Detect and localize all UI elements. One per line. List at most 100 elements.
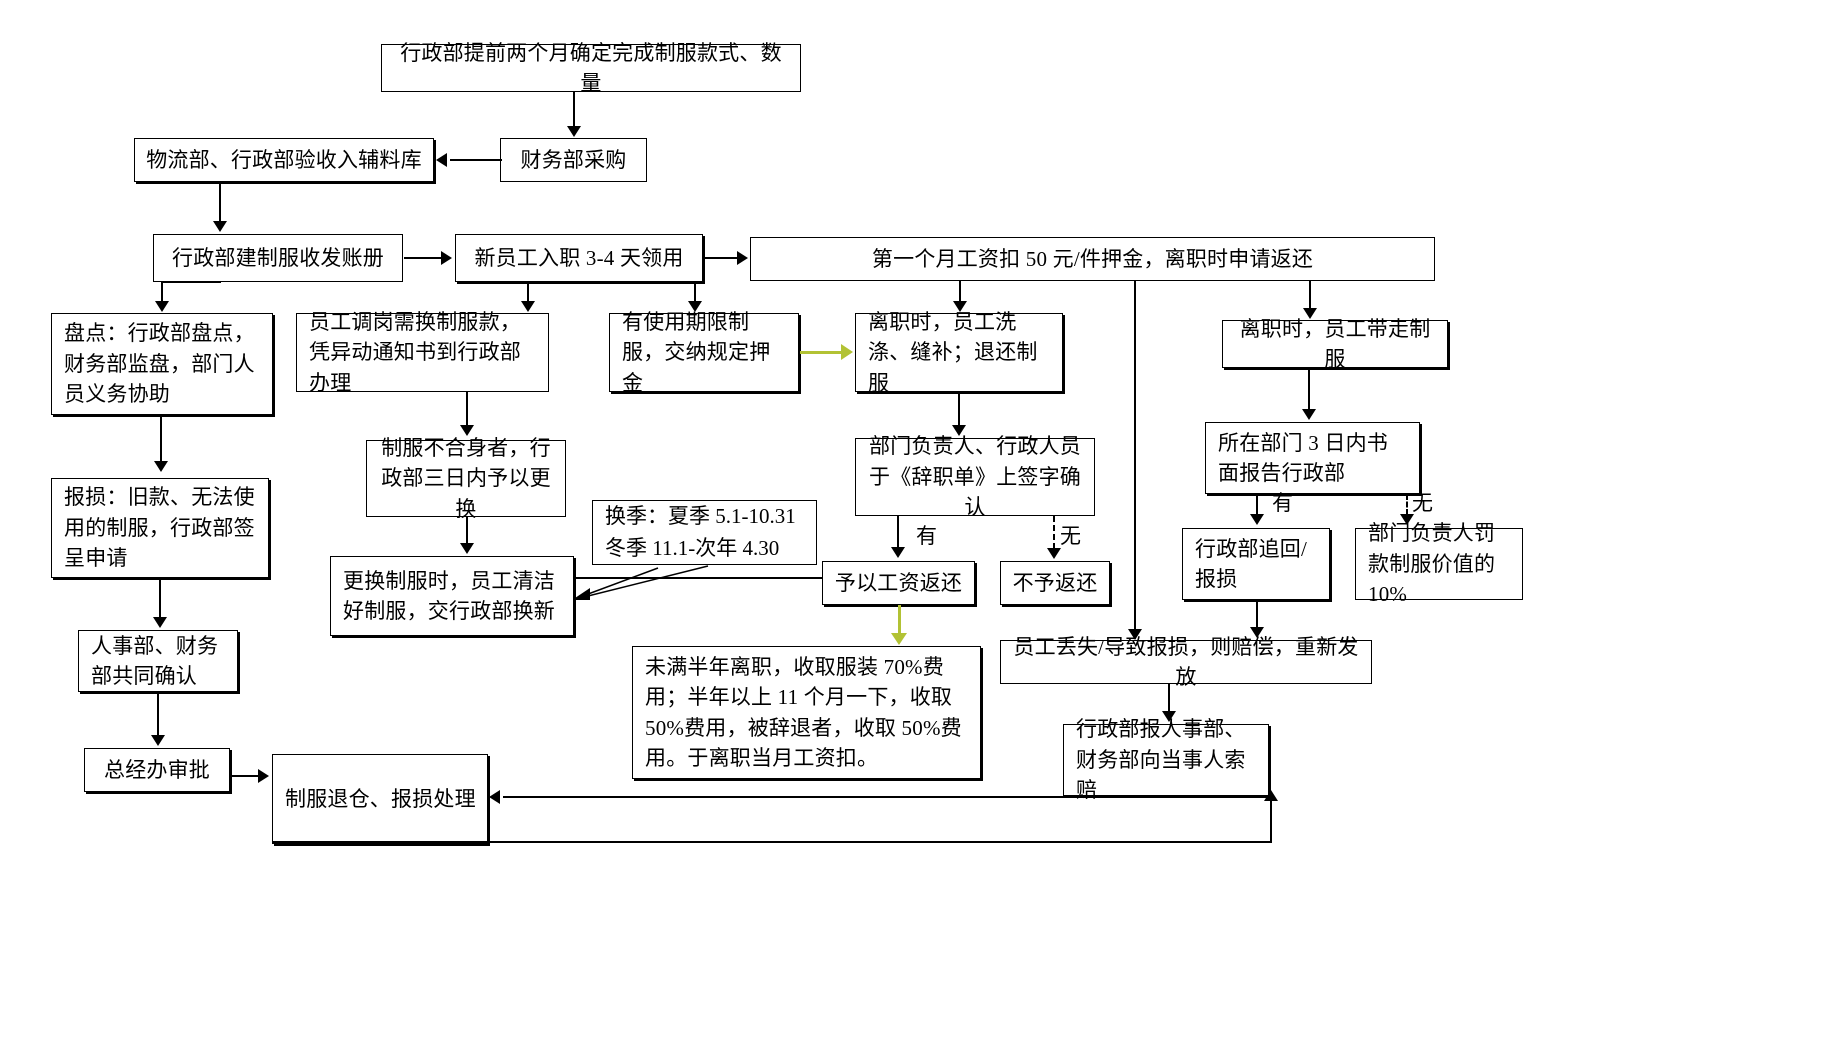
node-hr-finance-confirm[interactable]: 人事部、财务部共同确认 — [78, 630, 238, 692]
edge-n20-n24 — [1256, 600, 1258, 628]
edge-n18-n23-green — [898, 605, 901, 635]
edge-n7-n12-arrow-icon — [154, 461, 168, 472]
edge-n10-n14 — [958, 392, 960, 426]
edge-n24-n27 — [1168, 684, 1170, 712]
edge-n5-n6 — [704, 257, 738, 259]
callout-body: 换季：夏季 5.1-10.31 冬季 11.1-次年 4.30 — [592, 500, 817, 565]
edge-n5-n6-arrow-icon — [737, 251, 748, 265]
node-label: 员工丢失/导致报损，则赔偿，重新发放 — [1013, 634, 1359, 689]
node-no-refund[interactable]: 不予返还 — [1000, 561, 1110, 605]
edge-n6-n24 — [1134, 281, 1136, 631]
node-label: 行政部提前两个月确定完成制服款式、数量 — [400, 40, 782, 95]
node-transfer-change-uniform[interactable]: 员工调岗需换制服款，凭异动通知书到行政部办理 — [296, 310, 549, 395]
edge-n11-n15 — [1308, 368, 1310, 410]
edge-n4-n7-arrow-icon — [155, 301, 169, 312]
edge-n6-n11-arrow-icon — [1303, 308, 1317, 319]
edge-n14-n18 — [897, 516, 899, 548]
node-admin-ledger[interactable]: 行政部建制服收发账册 — [153, 234, 403, 282]
edge-n11-n15-arrow-icon — [1302, 409, 1316, 420]
node-ill-fitting-replace[interactable]: 制服不合身者，行政部三日内予以更换 — [366, 436, 566, 521]
edge-n9-n10-arrow-icon — [841, 344, 853, 360]
node-admin-claim-compensation[interactable]: 行政部报人事部、财务部向当事人索赔 — [1063, 717, 1269, 802]
node-employee-loss-compensate[interactable]: 员工丢失/导致报损，则赔偿，重新发放 — [1000, 635, 1372, 689]
node-refund-salary[interactable]: 予以工资返还 — [822, 561, 975, 605]
node-loss-report-application[interactable]: 报损：旧款、无法使用的制服，行政部签呈申请 — [51, 478, 269, 578]
edge-n5-n8 — [527, 282, 529, 302]
edge-n26-loop-arrow-icon — [1264, 790, 1278, 801]
node-new-employee-receive[interactable]: 新员工入职 3-4 天领用 — [455, 234, 703, 282]
callout-tail-icon — [571, 565, 709, 601]
node-label: 新员工入职 3-4 天领用 — [474, 245, 684, 270]
callout-season-change[interactable]: 换季：夏季 5.1-10.31 冬季 11.1-次年 4.30 — [592, 500, 817, 565]
edge-n26-loop-right — [1270, 800, 1272, 842]
node-resignation-fee-rules[interactable]: 未满半年离职，收取服装 70%费用；半年以上 11 个月一下，收取 50%费用，… — [632, 646, 981, 779]
edge-n13-n17-arrow-icon — [460, 543, 474, 554]
node-label: 不予返还 — [1012, 570, 1098, 595]
edge-n13-n17 — [466, 517, 468, 544]
node-label: 制服退仓、报损处理 — [285, 786, 476, 811]
node-label: 总经办审批 — [104, 757, 210, 782]
edge-n8-n13 — [466, 392, 468, 426]
node-label: 未满半年离职，收取服装 70%费用；半年以上 11 个月一下，收取 50%费用，… — [645, 654, 962, 770]
node-determine-uniform-style[interactable]: 行政部提前两个月确定完成制服款式、数量 — [381, 41, 801, 95]
edge-n20-n24-arrow-icon — [1250, 627, 1264, 638]
edge-n2-n3-arrow-icon — [436, 153, 447, 167]
edge-n14-n19 — [1053, 516, 1055, 549]
node-replace-clean-uniform[interactable]: 更换制服时，员工清洁好制服，交行政部换新 — [330, 556, 574, 636]
node-uniform-return-writeoff[interactable]: 制服退仓、报损处理 — [272, 754, 488, 844]
node-dept-written-report[interactable]: 所在部门 3 日内书面报告行政部 — [1205, 422, 1420, 494]
node-first-month-deposit[interactable]: 第一个月工资扣 50 元/件押金，离职时申请返还 — [750, 237, 1435, 281]
node-label: 更换制服时，员工清洁好制服，交行政部换新 — [343, 568, 555, 623]
node-label: 报损：旧款、无法使用的制服，行政部签呈申请 — [64, 485, 255, 571]
node-label: 部门负责人罚款制服价值的 10% — [1368, 521, 1496, 607]
node-resignation-form-signature[interactable]: 部门负责人、行政人员于《辞职单》上签字确认 — [855, 434, 1095, 519]
node-label: 离职时，员工带走制服 — [1239, 316, 1431, 371]
edge-n15-n21-arrow-icon — [1400, 514, 1414, 525]
edge-n4-n5 — [404, 257, 442, 259]
edge-label-no-1: 无 — [1060, 524, 1081, 548]
edge-n4-n5-arrow-icon — [441, 251, 452, 265]
edge-n7-n12 — [160, 415, 162, 462]
edge-n6-n11 — [1309, 281, 1311, 309]
node-label: 物流部、行政部验收入辅料库 — [146, 147, 422, 172]
edge-n24-n27-arrow-icon — [1162, 711, 1176, 722]
edge-n10-n14-arrow-icon — [952, 425, 966, 436]
edge-n3-n4-arrow-icon — [213, 221, 227, 232]
edge-n5-n9-arrow-icon — [688, 301, 702, 312]
edge-n27-n26 — [503, 796, 1065, 798]
edge-n26-loop-bottom — [272, 841, 1272, 843]
edge-n9-n10-green — [800, 351, 842, 354]
edge-n18-n23-arrow-icon — [891, 633, 907, 645]
edge-label-no-2: 无 — [1412, 491, 1433, 515]
node-finance-purchase[interactable]: 财务部采购 — [500, 138, 647, 182]
node-label: 予以工资返还 — [834, 570, 963, 595]
edge-n2-n3 — [450, 159, 502, 161]
node-label: 所在部门 3 日内书面报告行政部 — [1218, 430, 1388, 485]
edge-n15-n20-arrow-icon — [1250, 514, 1264, 525]
edge-n14-n19-arrow-icon — [1047, 548, 1061, 559]
node-resign-take-uniform[interactable]: 离职时，员工带走制服 — [1222, 317, 1448, 371]
node-logistics-admin-acceptance[interactable]: 物流部、行政部验收入辅料库 — [134, 138, 434, 182]
node-label: 财务部采购 — [520, 147, 627, 172]
node-dept-head-fine[interactable]: 部门负责人罚款制服价值的 10% — [1355, 521, 1523, 606]
edge-n12-n22 — [159, 578, 161, 618]
edge-n6-n24-arrow-icon — [1128, 629, 1142, 640]
edge-label-yes-2: 有 — [1272, 491, 1293, 515]
edge-n1-n2 — [573, 92, 575, 127]
node-admin-recover-or-writeoff[interactable]: 行政部追回/报损 — [1182, 528, 1330, 600]
callout-line-1: 换季：夏季 5.1-10.31 — [605, 504, 796, 528]
node-label: 有使用期限制服，交纳规定押金 — [622, 309, 771, 395]
node-limited-term-uniform[interactable]: 有使用期限制服，交纳规定押金 — [609, 310, 799, 395]
edge-n8-n13-arrow-icon — [460, 425, 474, 436]
callout-line-2: 冬季 11.1-次年 4.30 — [605, 535, 780, 560]
edge-n27-n26-arrow-icon — [489, 790, 500, 804]
edge-n22-n25 — [157, 692, 159, 736]
edge-n25-n26 — [231, 775, 259, 777]
edge-n6-n10 — [959, 281, 961, 302]
callout-text: 换季：夏季 5.1-10.31 冬季 11.1-次年 4.30 — [593, 501, 796, 564]
node-label: 盘点：行政部盘点，财务部监盘，部门人员义务协助 — [64, 321, 255, 407]
node-resign-wash-return[interactable]: 离职时，员工洗涤、缝补；退还制服 — [855, 310, 1063, 395]
node-gm-office-approval[interactable]: 总经办审批 — [84, 748, 230, 792]
node-inventory-count[interactable]: 盘点：行政部盘点，财务部监盘，部门人员义务协助 — [51, 313, 273, 415]
